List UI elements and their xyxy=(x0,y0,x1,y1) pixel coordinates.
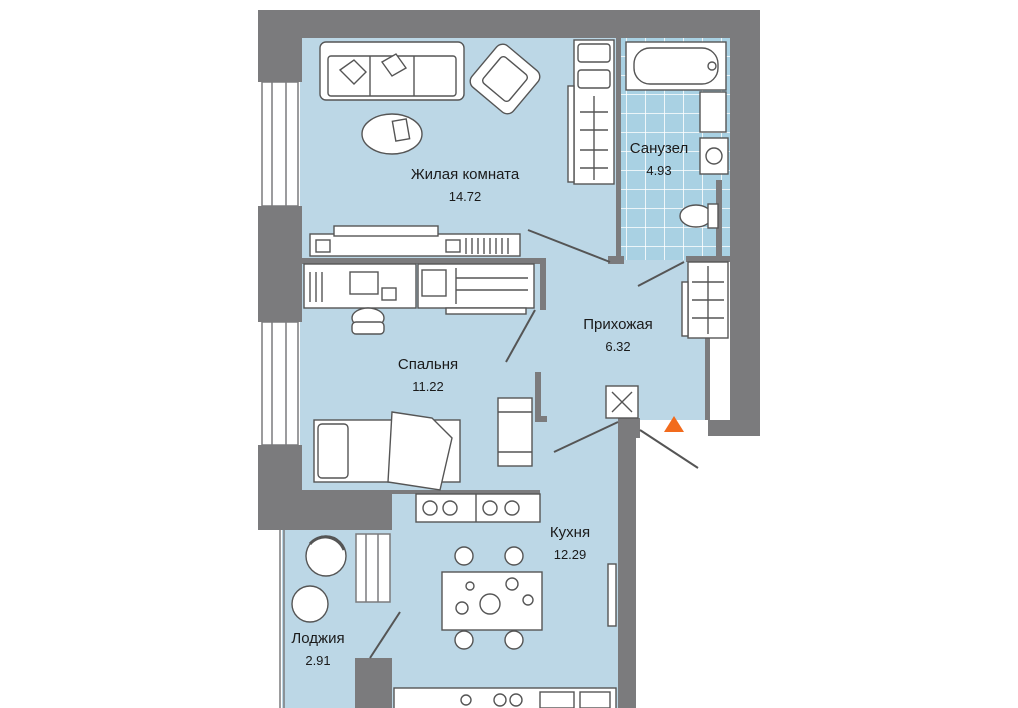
window-bedroom xyxy=(261,321,299,446)
coffee-table xyxy=(361,113,423,155)
sofa xyxy=(319,41,465,101)
room-name-kitchen: Кухня xyxy=(549,524,591,541)
bedroom-right-stub xyxy=(535,416,547,422)
kitchen-right-wall xyxy=(618,420,636,708)
desk xyxy=(303,263,417,309)
door-loggia xyxy=(369,611,401,659)
hall-right-wall xyxy=(705,262,710,420)
door-bedroom xyxy=(505,309,536,363)
bathtub xyxy=(625,41,727,91)
walls xyxy=(258,10,760,708)
bedroom-top-wall xyxy=(300,258,546,264)
clothes-rack xyxy=(497,397,533,467)
outer-wall-left-mid xyxy=(258,206,302,322)
bath-wall-left xyxy=(616,38,621,260)
loggia-table xyxy=(291,585,329,623)
kitchen-top-wall xyxy=(392,490,540,494)
wardrobe-living xyxy=(567,39,615,185)
kitchen-counter xyxy=(393,687,617,708)
armchair xyxy=(469,43,541,115)
room-name-hallway: Прихожая xyxy=(583,316,653,333)
bath-wall-inner xyxy=(716,180,722,260)
room-name-bathroom: Санузел xyxy=(629,140,689,157)
room-name-bedroom: Спальня xyxy=(397,356,459,373)
triangle-up-icon xyxy=(664,416,684,432)
label-hallway: Прихожая 6.32 xyxy=(568,316,668,354)
label-living: Жилая комната 14.72 xyxy=(390,166,540,204)
room-area-kitchen: 12.29 xyxy=(553,547,587,562)
window-kitchen xyxy=(355,533,391,603)
furniture xyxy=(291,39,729,708)
washing-machine xyxy=(699,91,727,133)
label-bedroom: Спальня 11.22 xyxy=(378,356,478,394)
wardrobe-bedroom xyxy=(417,263,535,315)
doors xyxy=(369,229,699,659)
room-area-loggia: 2.91 xyxy=(305,653,331,668)
bed xyxy=(313,411,461,491)
label-bathroom: Санузел 4.93 xyxy=(614,140,704,178)
entrance-wall-right xyxy=(708,420,760,436)
partitions xyxy=(300,38,730,494)
door-entrance xyxy=(639,429,699,469)
sink xyxy=(699,137,729,175)
bedroom-right-wall-top xyxy=(540,258,546,310)
toilet xyxy=(679,203,719,229)
windows xyxy=(261,81,391,708)
kitchen-right-wall-cap xyxy=(618,418,640,438)
door-bathroom xyxy=(637,261,685,287)
dining-table xyxy=(441,571,543,631)
outer-wall-left-upper xyxy=(258,10,302,82)
electrical-panel xyxy=(605,385,639,419)
kitchen-left-wall xyxy=(355,658,392,708)
label-kitchen: Кухня 12.29 xyxy=(530,524,610,562)
bath-wall-bottom xyxy=(686,256,730,262)
room-area-hallway: 6.32 xyxy=(605,339,631,354)
chairs xyxy=(454,546,524,650)
outer-wall-top xyxy=(258,10,760,38)
outer-wall-right xyxy=(730,10,760,436)
room-name-loggia: Лоджия xyxy=(291,630,345,647)
fridge xyxy=(607,563,617,627)
loggia-chair xyxy=(305,535,347,577)
bath-door-stub xyxy=(608,256,624,264)
stove-counter xyxy=(415,493,541,523)
tv-stand xyxy=(309,225,521,257)
room-area-living: 14.72 xyxy=(448,189,482,204)
door-living xyxy=(527,229,611,263)
room-name-living: Жилая комната xyxy=(410,166,520,183)
room-area-bedroom: 11.22 xyxy=(412,379,444,394)
wardrobe-hallway xyxy=(681,261,729,339)
room-area-bathroom: 4.93 xyxy=(646,163,672,178)
office-chair xyxy=(351,307,385,335)
bedroom-bottom-wall xyxy=(258,490,392,530)
window-living xyxy=(261,81,299,207)
door-kitchen xyxy=(553,421,619,453)
label-loggia: Лоджия 2.91 xyxy=(278,630,358,668)
bedroom-right-wall-bottom xyxy=(535,372,541,422)
